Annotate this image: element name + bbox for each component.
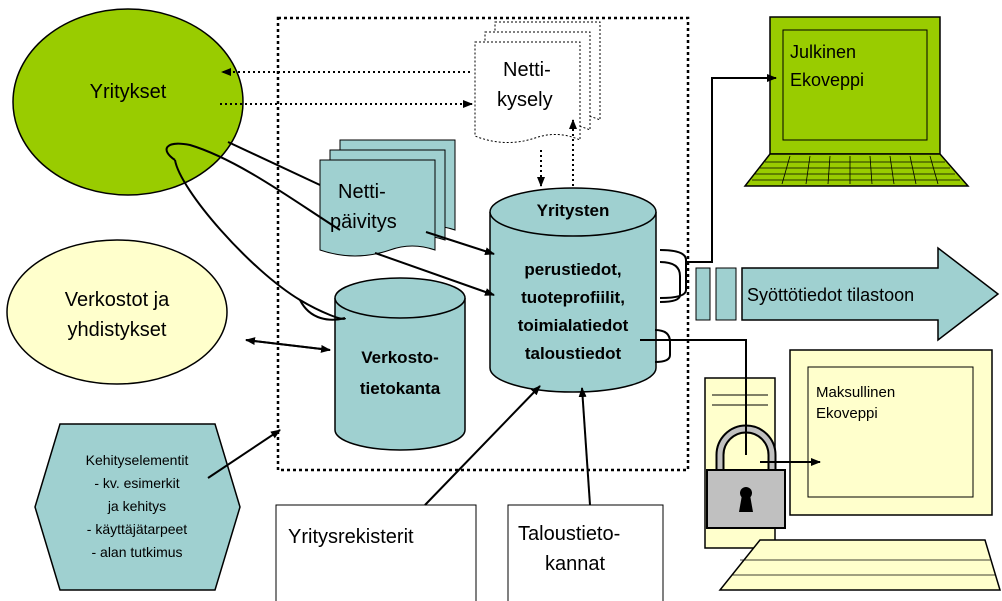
taloustieto-label-line1: Taloustieto- [518,523,621,545]
nettipaivitys-label-line1: Netti- [338,181,386,203]
maksullinen-label-line1: Maksullinen [816,384,896,401]
nettipaivitys-documents [319,139,456,257]
brace-to-julkinen [659,249,687,299]
maksullinen-computer [704,349,1002,591]
verkosto-label-line2: tietokanta [359,379,441,398]
nettikysely-label-line1: Netti- [503,59,551,81]
yritysrekisterit-box [275,504,477,601]
kehitys-label-line5: - alan tutkimus [91,544,183,560]
arrow-to-julkinen [686,74,777,263]
kehitys-label-line3: ja kehitys [107,498,167,514]
system-boundary [276,16,690,472]
julkinen-label-line2: Ekoveppi [790,70,865,90]
syotto-arrow [695,246,1000,342]
arrow-paivitys2-to-db [374,252,495,296]
yritysten-line3: toimialatiedot [517,316,629,335]
arrow-talous-to-db [578,387,591,506]
yritysrekisterit-label: Yritysrekisterit [288,526,414,548]
julkinen-label-line1: Julkinen [790,42,857,62]
nettikysely-documents [474,21,601,143]
line-yritykset-paivitys [227,141,321,186]
taloustietokannat-box [507,504,664,601]
yritysten-top-label: Yritysten [536,201,610,220]
brace-taloustiedot [654,329,671,363]
arrow-rekisterit-to-db [424,385,541,506]
line-to-lock [640,339,747,455]
nettipaivitys-label-line2: päivitys [330,211,397,233]
taloustieto-label-line2: kannat [545,553,606,575]
brace-to-syotto [659,261,681,303]
yritysten-line1: perustiedot, [524,260,622,279]
kehitys-label-line1: Kehityselementit [85,452,189,468]
line-loop-to-verkosto [174,159,346,320]
kehitys-hexagon [34,423,241,591]
yritysten-line2: tuoteprofiilit, [521,288,625,307]
nettikysely-label-line2: kysely [497,89,553,111]
verkosto-label-line1: Verkosto- [361,348,439,367]
maksullinen-label-line2: Ekoveppi [816,405,878,422]
verkostot-label-line2: yhdistykset [67,319,167,341]
lock-icon [706,424,786,529]
syotto-label: Syöttötiedot tilastoon [747,285,915,305]
yritykset-ellipse [12,8,244,196]
yritysten-cylinder [489,187,657,393]
verkostot-ellipse [6,239,228,385]
line-verkosto-loop [299,299,346,321]
arrow-kehitys-to-boundary [207,429,281,479]
julkinen-laptop [743,16,970,187]
yritysten-line4: taloustiedot [524,344,622,363]
line-yritykset-loop [165,142,341,231]
verkostot-label-line1: Verkostot ja [64,289,170,311]
verkostotietokanta-cylinder [334,277,466,451]
arrow-db-to-verkostot [245,337,331,351]
arrow-paivitys-to-db [425,231,495,256]
yritykset-label: Yritykset [89,81,167,103]
kehitys-label-line2: - kv. esimerkit [94,475,180,491]
kehitys-label-line4: - käyttäjätarpeet [86,521,188,537]
